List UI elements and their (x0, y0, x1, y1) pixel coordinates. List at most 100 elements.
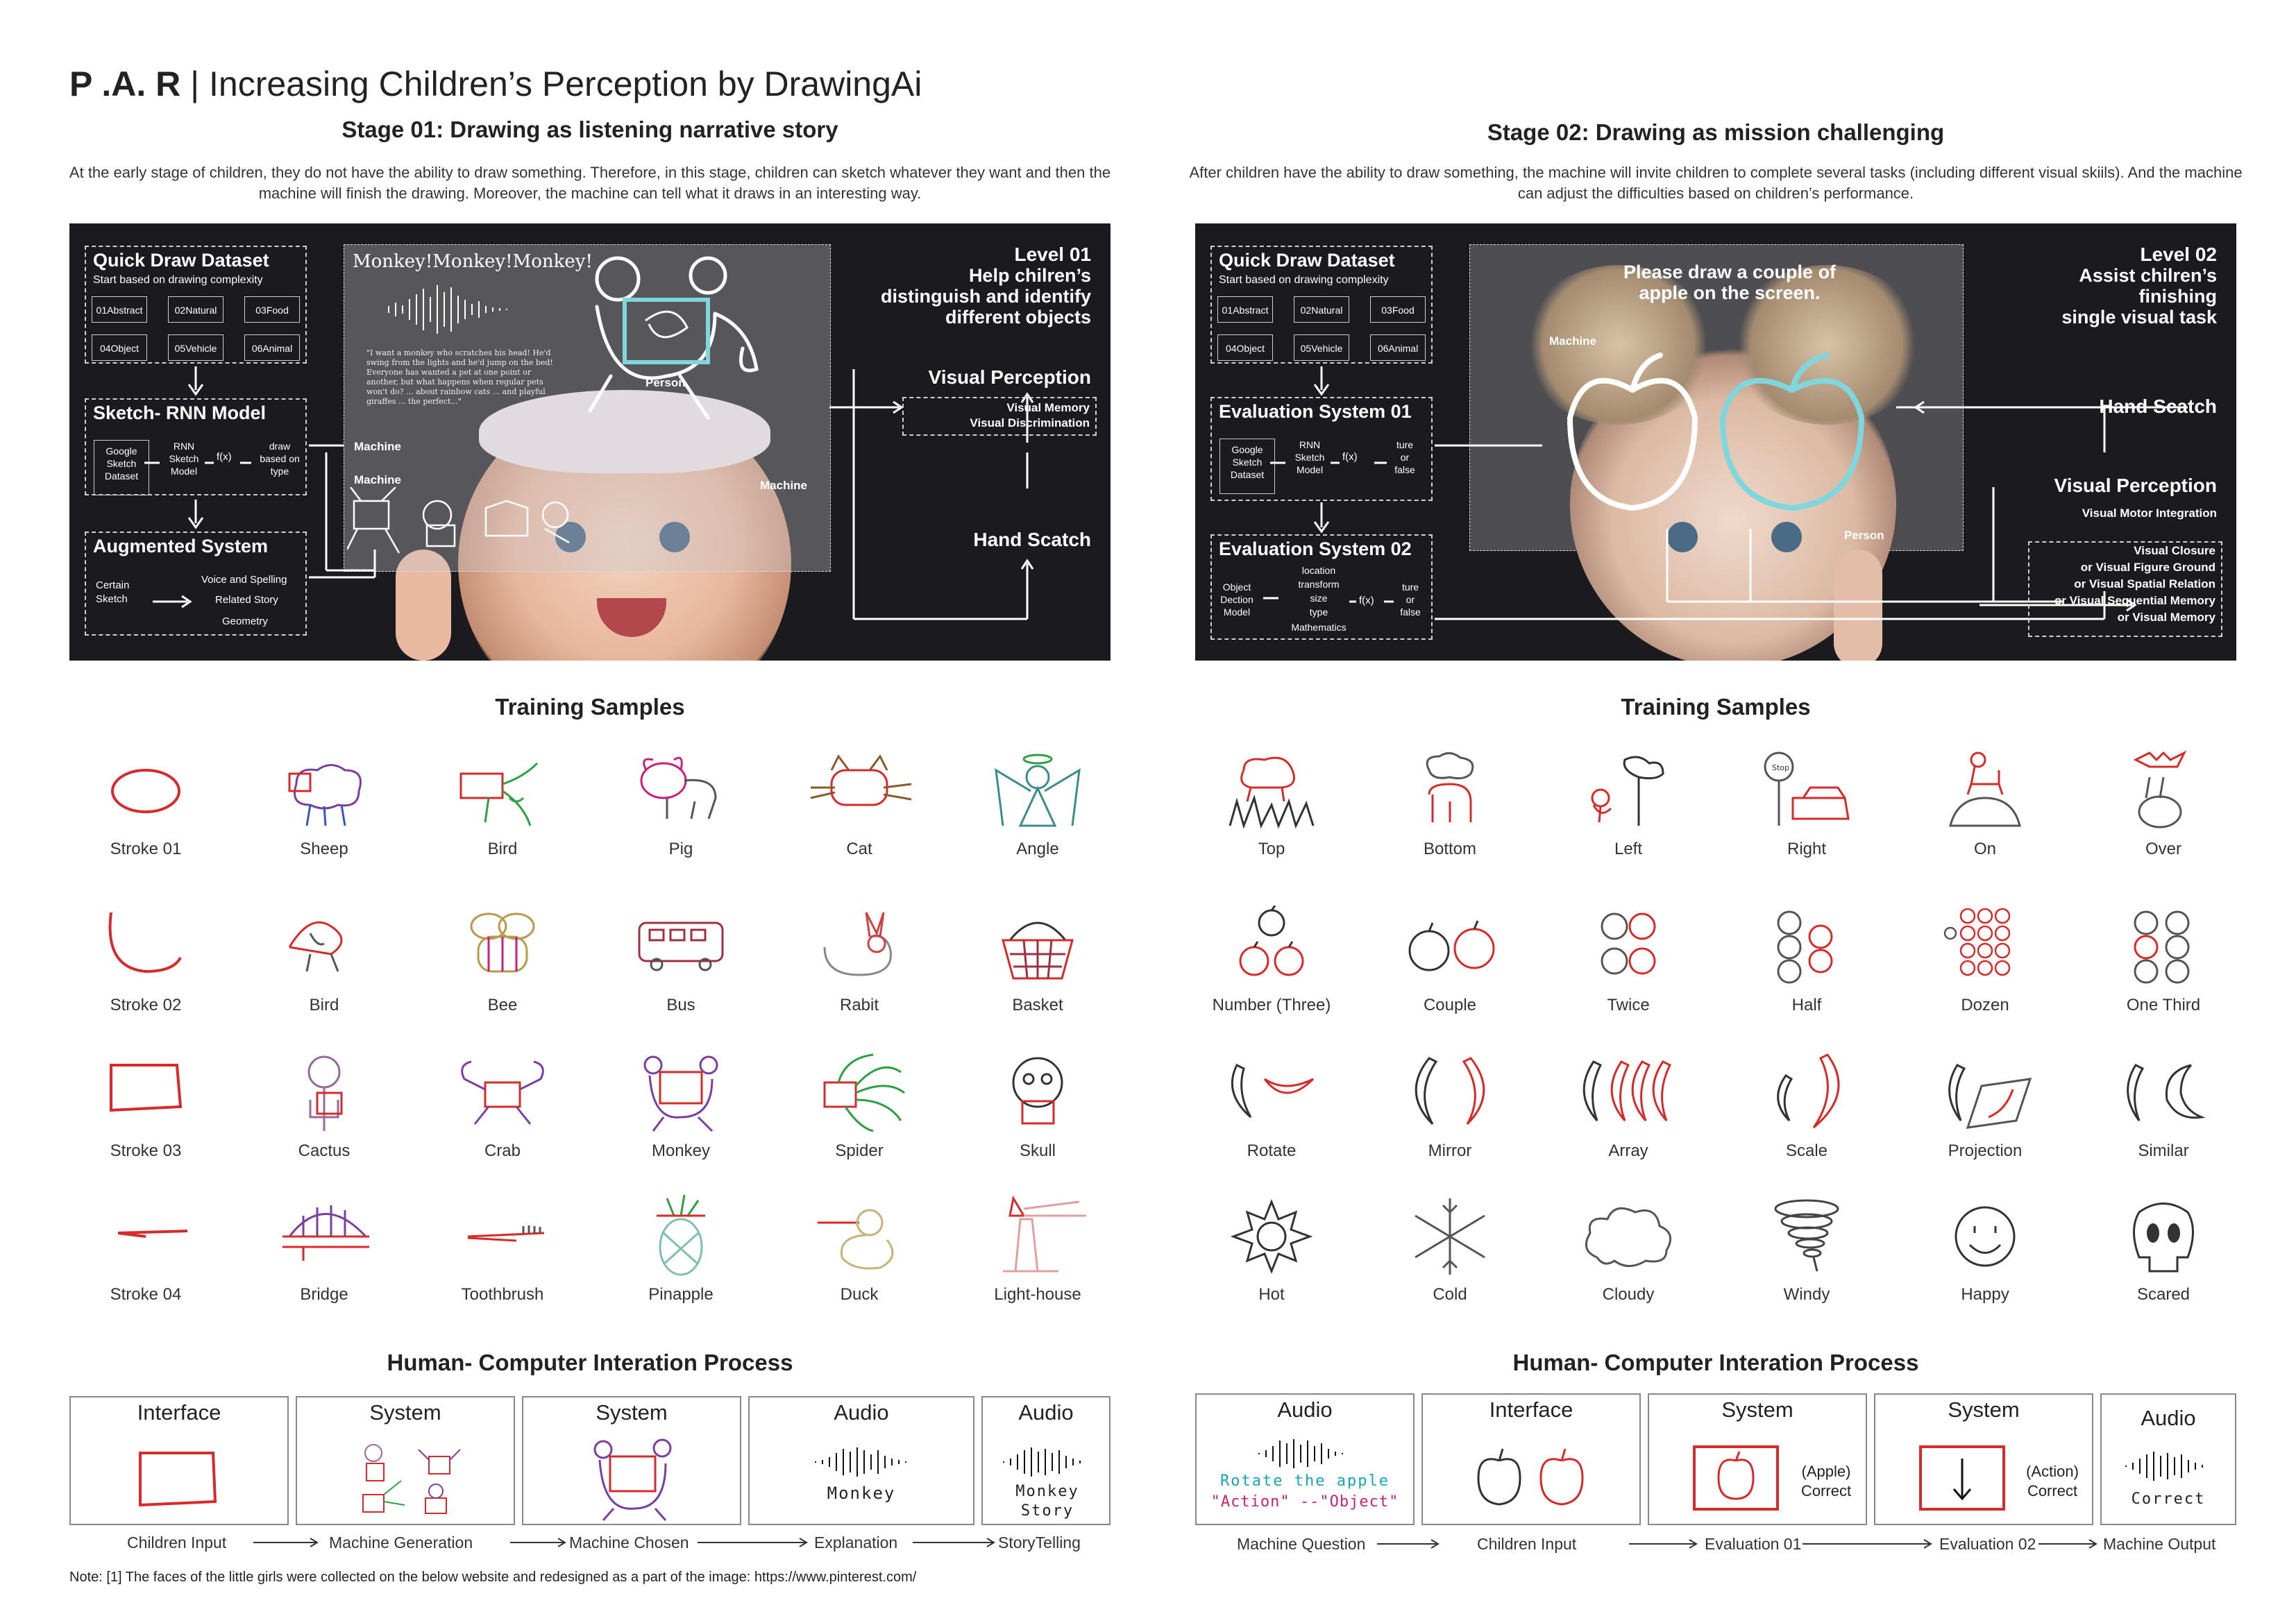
sample-label: Array (1608, 1141, 1648, 1160)
stage1-dataset-title: Quick Draw Dataset (93, 250, 269, 271)
sample-scared: Scared (2087, 1195, 2240, 1334)
s1-process-interface: Interface (69, 1396, 289, 1525)
stop-sign-text: Stop (1772, 763, 1789, 772)
audio-waveform-icon (1258, 1439, 1343, 1468)
aug-story: Related Story (215, 594, 278, 606)
sample-label: Bird (309, 996, 339, 1014)
monkey-icon (643, 1055, 718, 1132)
audio-word: Monkey (827, 1484, 896, 1503)
eval1-output: ture or false (1394, 439, 1415, 475)
s1-process-generation: System (296, 1396, 515, 1525)
stage1-diagram-panel: Monkey!Monkey!Monkey! "I want a monkey w… (69, 223, 1111, 661)
bottom-icon (1426, 752, 1474, 822)
crab-icon (461, 1060, 544, 1125)
label-person-s2: Person (1844, 529, 1884, 542)
eval2-output: ture or false (1400, 581, 1421, 618)
lighthouse-icon (1003, 1195, 1086, 1273)
s1-process-explanation: Audio Monkey (748, 1396, 974, 1525)
stroke-sketch-icon (139, 1452, 217, 1507)
dozen-apples-icon (1943, 908, 2011, 976)
sample-label: Basket (1012, 996, 1063, 1014)
sample-label: Pig (668, 840, 693, 858)
sample-over: Over (2087, 749, 2240, 888)
sample-label: Angle (1016, 840, 1059, 858)
hair-bow-right (1730, 265, 1924, 425)
sample-label: On (1973, 840, 1996, 858)
apple-sketches-icon (1567, 352, 1865, 511)
stage2-hci-title: Human- Computer Interation Process (1512, 1350, 1919, 1375)
s2-category-natural: 02Natural (1294, 296, 1349, 323)
stage1-dataset-box: Quick Draw Dataset Start based on drawin… (85, 246, 307, 364)
sample-number-three: Number (Three) (1195, 906, 1348, 1044)
bee-icon (470, 912, 535, 973)
s2-process-interface: Interface (1421, 1393, 1641, 1525)
sample-right: Stop Right (1730, 749, 1883, 888)
sample-label: Number (Three) (1212, 996, 1331, 1014)
sample-label: Sheep (300, 840, 348, 858)
aug-voice: Voice and Spelling (201, 574, 287, 586)
stage2-connector-arrows (1263, 366, 2188, 620)
sample-light-house: Light-house (961, 1195, 1114, 1334)
s2-process-eval2: System (Action) Correct (1874, 1393, 2093, 1525)
rabbit-icon (823, 912, 892, 976)
sample-bee: Bee (426, 906, 579, 1044)
twice-apples-icon (1601, 912, 1656, 975)
process-head: System (596, 1400, 668, 1425)
level1-desc-2: distinguish and identify (881, 286, 1091, 307)
sample-hot: Hot (1195, 1195, 1348, 1334)
category-object: 04Object (92, 334, 147, 361)
similar-banana-icon (2127, 1064, 2206, 1121)
stage1-rnn-box: Sketch- RNN Model (85, 398, 307, 495)
sample-label: Rabit (839, 996, 879, 1014)
aug-geometry: Geometry (222, 615, 268, 627)
sample-happy: Happy (1909, 1195, 2061, 1334)
sample-spider: Spider (783, 1051, 936, 1190)
stage2-description: After children have the ability to draw … (1189, 164, 2243, 202)
stage2-vp-box (2028, 541, 2222, 637)
s2-flow-children-input: Children Input (1477, 1535, 1577, 1553)
stage1-vp-box (902, 397, 1097, 436)
stage2-hand-scatch: Hand Scatch (2099, 396, 2217, 417)
sample-cold: Cold (1374, 1195, 1526, 1334)
sample-similar: Similar (2087, 1051, 2240, 1190)
label-machine-s2: Machine (1549, 334, 1597, 348)
stroke-03-icon (110, 1064, 183, 1112)
level2-desc-2: finishing (2138, 286, 2217, 307)
category-abstract: 01Abstract (92, 296, 147, 323)
bridge-icon (282, 1205, 369, 1261)
eval2-function: f(x) (1359, 595, 1374, 606)
process-head: Interface (1489, 1397, 1573, 1422)
sample-stroke-04: Stroke 04 (69, 1195, 222, 1334)
eval2-type: type (1309, 606, 1328, 618)
process-head: System (1721, 1397, 1793, 1422)
process-head: System (369, 1400, 441, 1425)
sample-label: Similar (2138, 1141, 2189, 1160)
sample-label: One Third (2126, 996, 2201, 1014)
sun-icon (1230, 1198, 1313, 1275)
over-icon (2133, 750, 2187, 829)
sample-mirror: Mirror (1374, 1051, 1526, 1190)
eval1-result-correct: Correct (1800, 1482, 1852, 1499)
eval2-size: size (1310, 593, 1328, 604)
eval2-detection-model: Object Dection Model (1220, 581, 1253, 618)
ar-screen (344, 244, 831, 572)
label-machine-2: Machine (354, 473, 402, 486)
sample-label: Happy (1961, 1285, 2009, 1304)
rnn-google-dataset: Google Sketch Dataset (94, 440, 149, 495)
sample-bridge: Bridge (248, 1195, 400, 1334)
sample-pig: Pig (605, 749, 757, 888)
category-vehicle: 05Vehicle (168, 334, 223, 361)
sample-windy: Windy (1730, 1195, 1883, 1334)
stage2-dataset-box: Quick Draw Dataset Start based on drawin… (1210, 246, 1433, 364)
sample-one-third: One Third (2087, 906, 2240, 1044)
s2-category-animal: 06Animal (1370, 334, 1426, 361)
vp-visual-memory: or Visual Memory (2117, 611, 2215, 624)
apple-input-icon (1477, 1448, 1584, 1506)
sample-label: Duck (840, 1285, 879, 1304)
sample-label: Bus (666, 996, 695, 1014)
audio-question-line1: Rotate the apple (1220, 1472, 1390, 1490)
process-head: System (1948, 1397, 2020, 1422)
label-person: Person (645, 376, 686, 389)
stage2-dataset-subtitle: Start based on drawing complexity (1219, 274, 1389, 286)
stage2-diagram-panel: Please draw a couple of apple on the scr… (1195, 223, 2236, 661)
